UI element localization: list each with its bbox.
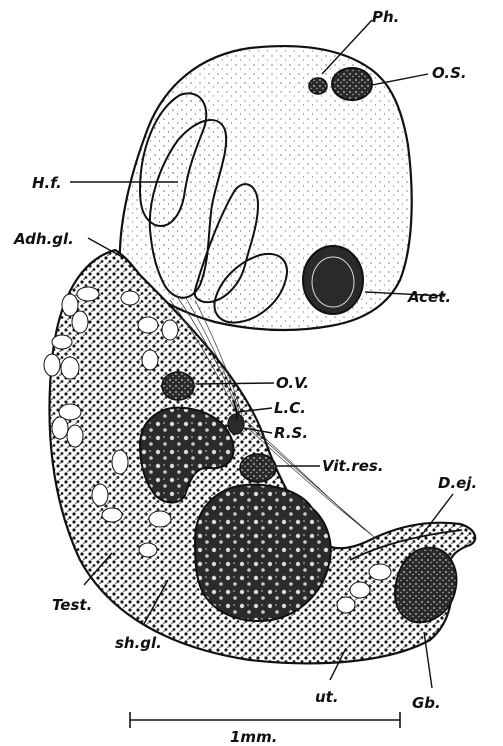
oral-sucker <box>332 68 372 100</box>
label-genital-bursa: Gb. <box>412 694 441 712</box>
vitelline-reservoir <box>240 454 276 482</box>
label-uterus: ut. <box>315 688 339 706</box>
label-shell-gland: sh.gl. <box>115 634 162 652</box>
label-pharynx: Ph. <box>372 8 399 26</box>
label-oral-sucker: O.S. <box>432 64 467 82</box>
label-adhesive-gland: Adh.gl. <box>13 230 74 248</box>
acetabulum-inner <box>312 257 354 307</box>
scale-bar <box>130 712 400 728</box>
label-ejaculatory-duct: D.ej. <box>438 474 477 492</box>
label-testis: Test. <box>52 596 92 614</box>
label-vitelline-reservoir: Vit.res. <box>322 457 384 475</box>
label-ovary: O.V. <box>276 374 309 392</box>
ovary <box>162 372 194 400</box>
label-acetabulum: Acet. <box>407 288 451 306</box>
label-holdfast: H.f. <box>32 174 62 192</box>
label-laurers-canal: L.C. <box>274 399 306 417</box>
scale-bar-label: 1mm. <box>230 728 277 746</box>
label-receptaculum-seminis: R.S. <box>274 424 308 442</box>
pharynx <box>309 78 327 94</box>
